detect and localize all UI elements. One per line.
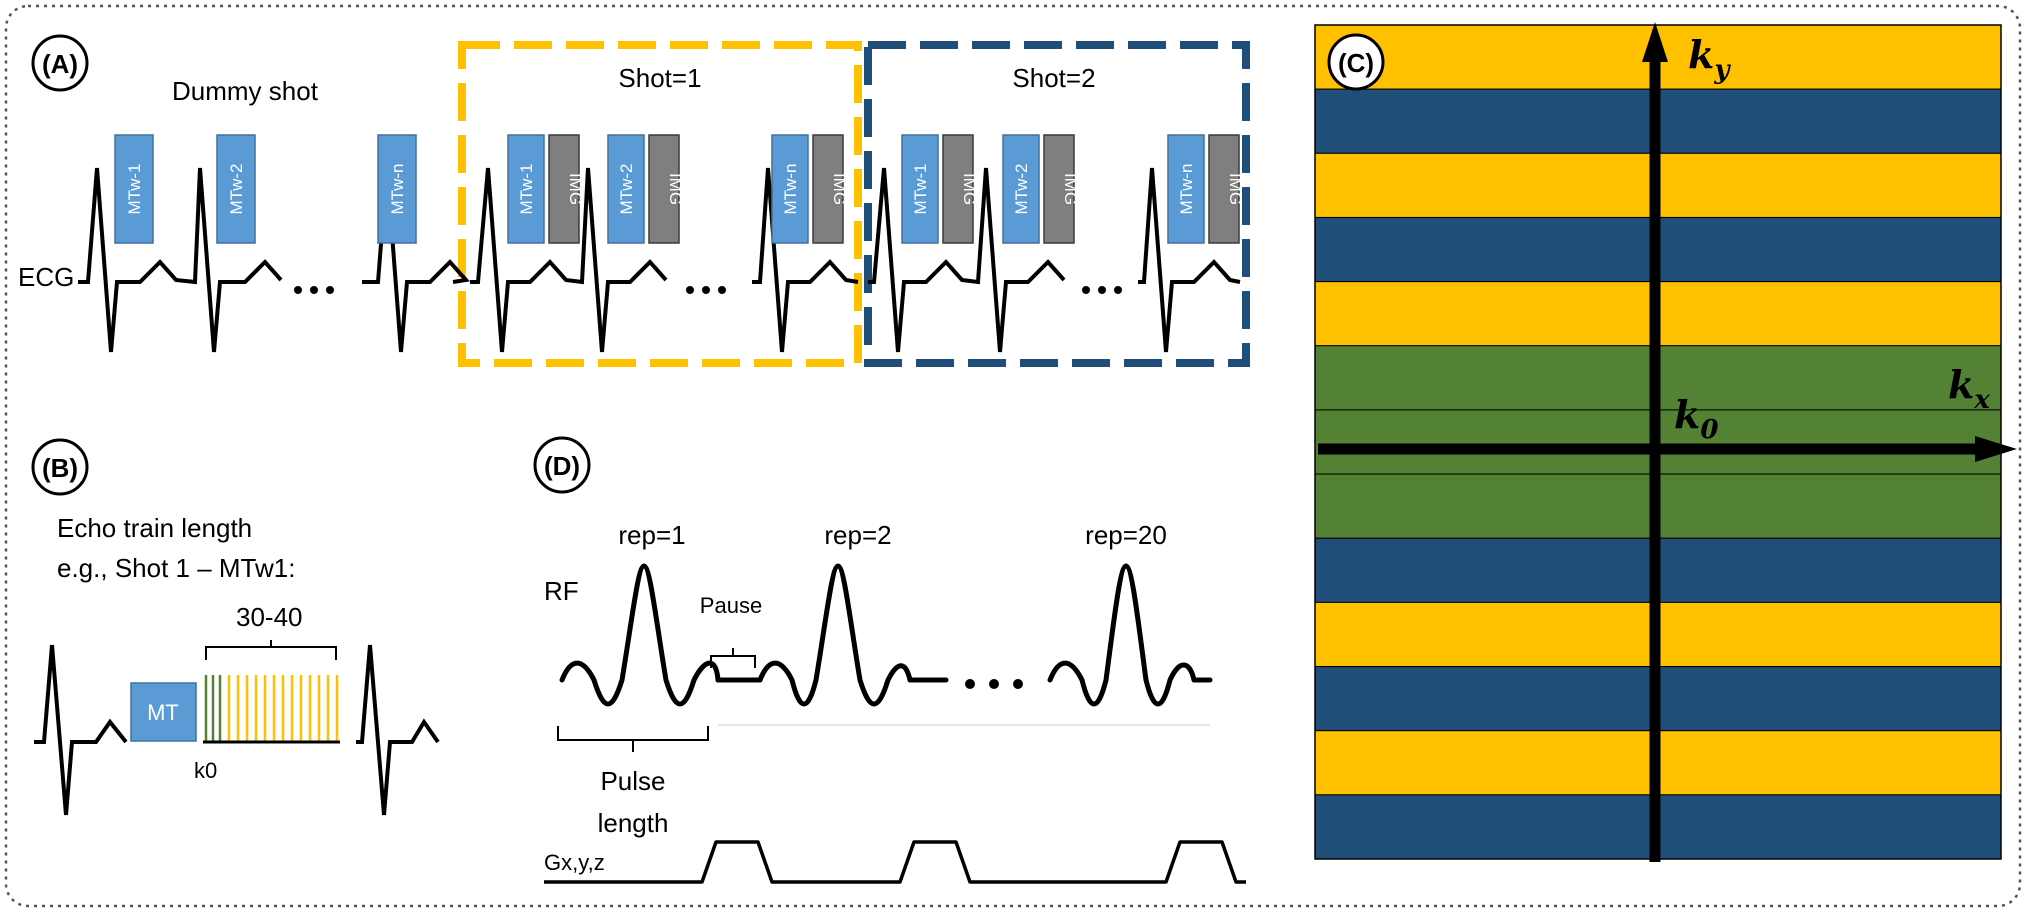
ecg-trace-dummy xyxy=(78,167,470,353)
panel-c-label: (C) xyxy=(1338,48,1374,78)
pause-label: Pause xyxy=(700,593,762,618)
pulse-length-label-line2: length xyxy=(598,808,669,838)
dummy-shot-label: Dummy shot xyxy=(172,76,319,106)
img-label-shot2-1: IMG xyxy=(960,173,979,205)
mtw-2-label-dummy: MTw-2 xyxy=(227,164,246,215)
rep-2-label: rep=2 xyxy=(824,520,891,550)
panel-d-badge: (D) xyxy=(533,436,591,494)
shot-2-label: Shot=2 xyxy=(1012,63,1095,93)
rf-pulse-20 xyxy=(1047,563,1213,707)
k0-label: k0 xyxy=(1674,392,1718,445)
panel-a-label: (A) xyxy=(42,49,78,79)
rf-pulses xyxy=(559,563,1213,707)
mtw-2-label-shot1: MTw-2 xyxy=(617,164,636,215)
panel-a: (A) Dummy shot ECG Shot=1 Shot=2 xyxy=(18,34,1250,367)
shot-2-box xyxy=(864,41,1250,367)
mt-box-label: MT xyxy=(147,700,179,725)
rf-pulse-2 xyxy=(757,563,949,707)
ecg-label: ECG xyxy=(18,262,74,292)
panel-c: (C) ky kx k0 xyxy=(1314,22,2017,862)
mtw-n-label-dummy: MTw-n xyxy=(388,164,407,215)
img-label-shot2-2: IMG xyxy=(1061,173,1080,205)
ky-arrowhead xyxy=(1642,22,1668,62)
ecg-trace-panel-b xyxy=(34,644,440,816)
mt-box xyxy=(130,682,197,742)
mtw-boxes: MTw-1 MTw-2 MTw-n MTw-1 IMG MTw-2 IMG MT… xyxy=(114,134,1245,244)
ky-label: ky xyxy=(1688,32,1731,85)
echo-train-length-text: Echo train length xyxy=(57,513,252,543)
gradient-label: Gx,y,z xyxy=(544,850,605,875)
shot-example-text: e.g., Shot 1 – MTw1: xyxy=(57,553,295,583)
pulse-length-label-line1: Pulse xyxy=(600,766,665,796)
ecg-trace-shot-1 xyxy=(470,167,859,353)
panel-b-badge: (B) xyxy=(31,438,89,496)
panel-a-badge: (A) xyxy=(31,34,89,92)
ecg-trace-shot-2 xyxy=(868,167,1241,353)
mtw-2-label-shot2: MTw-2 xyxy=(1012,164,1031,215)
rep-1-label: rep=1 xyxy=(618,520,685,550)
echo-range-label: 30-40 xyxy=(236,602,303,632)
rf-label: RF xyxy=(544,576,579,606)
panel-d: (D) RF rep=1 rep=2 rep=20 Pause Pulse le… xyxy=(533,436,1246,884)
echo-range-bracket xyxy=(205,640,337,660)
kx-arrowhead xyxy=(1975,436,2017,462)
panel-d-label: (D) xyxy=(544,451,580,481)
rep-20-label: rep=20 xyxy=(1085,520,1167,550)
shot-1-label: Shot=1 xyxy=(618,63,701,93)
rf-pulse-1 xyxy=(559,563,763,707)
mtw-1-label-shot1: MTw-1 xyxy=(517,164,536,215)
rf-ellipsis xyxy=(965,679,1023,689)
k0-label-panel-b: k0 xyxy=(194,758,217,783)
mtw-1-label-shot2: MTw-1 xyxy=(911,164,930,215)
echo-lines xyxy=(204,675,339,742)
img-label-shot2-n: IMG xyxy=(1226,173,1245,205)
gradient-trace xyxy=(544,840,1246,884)
img-label-shot1-1: IMG xyxy=(566,173,585,205)
panel-b-label: (B) xyxy=(42,453,78,483)
img-label-shot1-n: IMG xyxy=(830,173,849,205)
pause-bracket xyxy=(710,648,756,668)
figure-frame xyxy=(4,4,2022,908)
shot-1-box xyxy=(458,41,862,367)
kx-label: kx xyxy=(1948,362,1990,415)
ellipsis-dots xyxy=(294,286,1122,294)
img-label-shot1-2: IMG xyxy=(666,173,685,205)
mtw-n-label-shot1: MTw-n xyxy=(781,164,800,215)
mtw-1-label-dummy: MTw-1 xyxy=(125,164,144,215)
panel-c-badge: (C) xyxy=(1327,33,1385,91)
panel-b: (B) Echo train length e.g., Shot 1 – MTw… xyxy=(31,438,440,816)
pulse-length-bracket xyxy=(557,726,709,752)
mtw-n-label-shot2: MTw-n xyxy=(1177,164,1196,215)
ecg-traces xyxy=(78,167,1241,353)
